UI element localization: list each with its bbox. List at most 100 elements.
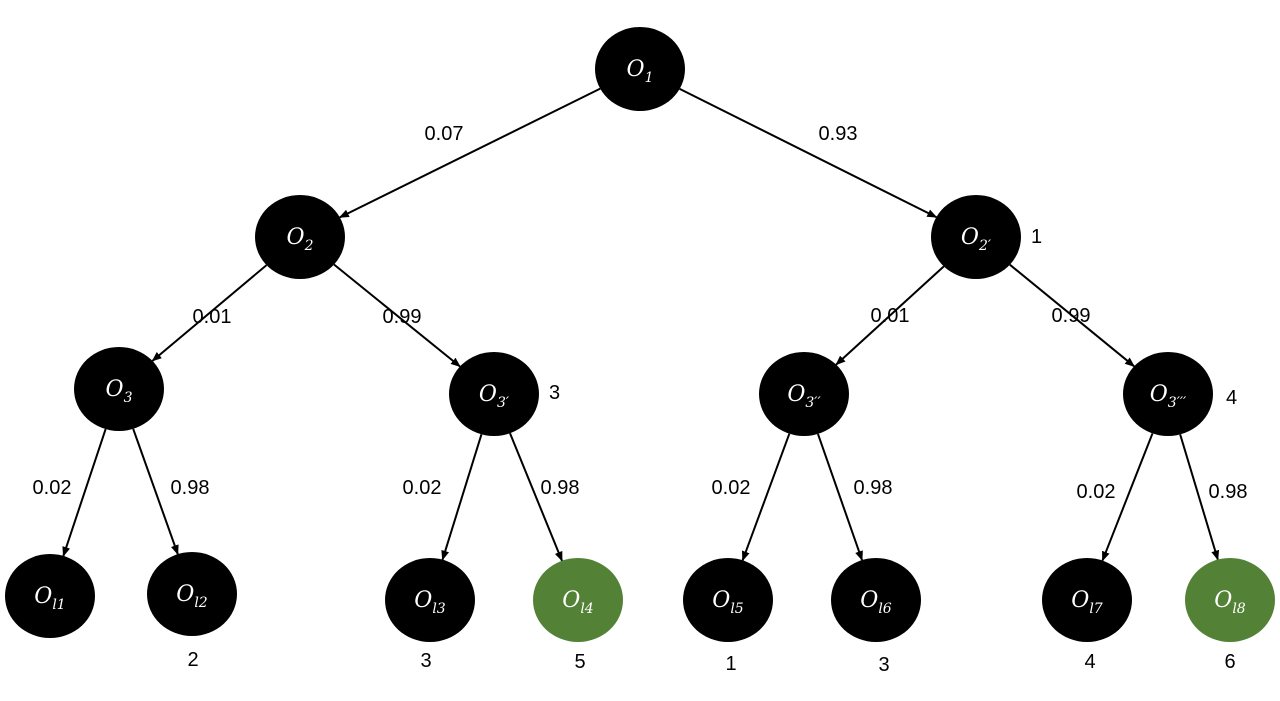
edge-probability-label: 0.02 — [33, 477, 72, 499]
node-circle — [831, 558, 921, 642]
node-label-subscript: 2′ — [978, 238, 992, 254]
node-circle — [595, 27, 685, 111]
node-label: O3′ — [479, 382, 510, 411]
node-o3pp: O3′′ — [759, 352, 849, 436]
node-ol5: Ol5 — [683, 558, 773, 642]
edge-arrow-o3ppp-ol8 — [1179, 434, 1220, 561]
node-label-subscript: l4 — [580, 601, 593, 617]
edge-probability-label: 0.07 — [425, 123, 464, 145]
node-circle — [255, 195, 345, 279]
node-circle — [759, 352, 849, 436]
node-label-subscript: 3′′ — [805, 395, 821, 411]
node-label: O2 — [287, 225, 314, 254]
node-label-base: O — [176, 582, 194, 607]
node-o3ppp: O3′′′ — [1123, 352, 1213, 436]
node-ol4: Ol4 — [533, 558, 623, 642]
edge-arrow-o3ppp-ol7 — [1101, 433, 1154, 562]
edge-probability-label: 0.02 — [403, 477, 442, 499]
node-o2: O2 — [255, 195, 345, 279]
node-rank-number: 6 — [1224, 651, 1235, 673]
edge-arrow-o3p-ol3 — [441, 434, 483, 561]
node-label-base: O — [860, 588, 878, 613]
edge-probability-label: 0.98 — [171, 477, 210, 499]
edge-arrow-o3pp-ol5 — [741, 433, 791, 562]
node-label-base: O — [287, 225, 305, 250]
edge-arrow-o2p-o3pp — [835, 265, 945, 366]
edge-arrow-o2-o3p — [333, 263, 461, 368]
node-rank-number: 1 — [1031, 226, 1042, 248]
node-rank-number: 4 — [1226, 387, 1237, 409]
node-label-base: O — [1150, 382, 1168, 407]
node-rank-number: 4 — [1084, 651, 1095, 673]
node-label: Ol7 — [1071, 588, 1103, 617]
node-label-subscript: 2 — [304, 238, 314, 254]
node-label-base: O — [479, 382, 497, 407]
node-label: Ol5 — [712, 588, 744, 617]
node-circle — [74, 347, 164, 431]
edge-probability-label: 0.01 — [193, 306, 232, 328]
node-label: O3 — [106, 377, 133, 406]
node-label: Ol4 — [562, 588, 593, 617]
node-ol1: Ol1 — [5, 554, 95, 638]
node-circle-highlighted — [1185, 558, 1275, 642]
edge-arrow-o3p-ol4 — [509, 432, 563, 562]
edge-arrow-o3pp-ol6 — [817, 433, 863, 562]
node-label-subscript: l7 — [1089, 601, 1102, 617]
node-label-subscript: l1 — [52, 597, 65, 613]
node-rank-number: 1 — [725, 653, 736, 675]
edge-probability-label: 0.93 — [819, 123, 858, 145]
node-label-subscript: l3 — [432, 601, 445, 617]
node-label-subscript: l6 — [878, 601, 891, 617]
node-label-subscript: l2 — [194, 595, 207, 611]
edge-probability-label: 0.02 — [712, 477, 751, 499]
node-circle — [449, 352, 539, 436]
node-circle — [1042, 558, 1132, 642]
node-circle — [931, 195, 1021, 279]
node-label-base: O — [1071, 588, 1089, 613]
node-label-subscript: 3′ — [497, 395, 510, 411]
node-ol6: Ol6 — [831, 558, 921, 642]
node-circle — [385, 558, 475, 642]
node-label-subscript: 3 — [124, 390, 133, 406]
node-label: O3′′′ — [1150, 382, 1187, 411]
node-label-subscript: 1 — [645, 70, 654, 86]
node-circle — [5, 554, 95, 638]
node-circle-highlighted — [533, 558, 623, 642]
node-ol7: Ol7 — [1042, 558, 1132, 642]
node-label: O3′′ — [787, 382, 821, 411]
node-rank-number: 3 — [878, 654, 889, 676]
edge-probability-label: 0.99 — [1052, 305, 1091, 327]
node-label-base: O — [414, 588, 432, 613]
node-o2p: O2′ — [931, 195, 1021, 279]
edge-arrow-o2p-o3ppp — [1009, 263, 1135, 368]
node-label-base: O — [562, 588, 580, 613]
node-rank-number: 3 — [420, 650, 431, 672]
node-circle — [147, 552, 237, 636]
node-rank-number: 2 — [187, 649, 198, 671]
node-label: O2′ — [961, 225, 992, 254]
edge-arrow-o1-o2p — [679, 87, 938, 219]
node-label-base: O — [961, 225, 979, 250]
edge-arrow-o3-ol2 — [132, 428, 179, 556]
node-rank-number: 5 — [574, 651, 585, 673]
node-ol3: Ol3 — [385, 558, 475, 642]
node-label: Ol8 — [1214, 588, 1246, 617]
node-label-base: O — [1214, 588, 1232, 613]
node-label-base: O — [627, 57, 645, 82]
node-o3p: O3′ — [449, 352, 539, 436]
node-label: Ol3 — [414, 588, 446, 617]
node-label: Ol6 — [860, 588, 892, 617]
node-ol8: Ol8 — [1185, 558, 1275, 642]
edge-probability-label: 0.98 — [541, 477, 580, 499]
node-label-subscript: 3′′′ — [1168, 395, 1187, 411]
edge-probability-label: 0.98 — [854, 477, 893, 499]
edge-arrow-o3-ol1 — [62, 428, 107, 557]
node-label-base: O — [787, 382, 805, 407]
edge-probability-label: 0.99 — [383, 306, 422, 328]
edge-arrow-o1-o2 — [338, 87, 601, 219]
edge-probability-label: 0.98 — [1209, 481, 1248, 503]
node-label: Ol1 — [34, 584, 65, 613]
node-label-base: O — [34, 584, 52, 609]
